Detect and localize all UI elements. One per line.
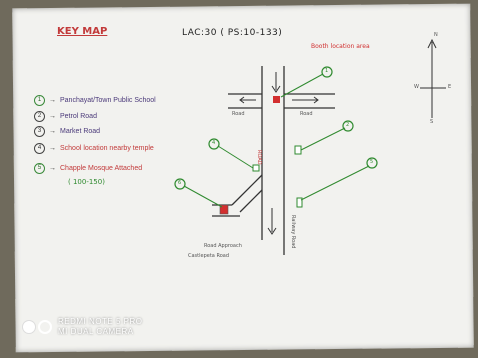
callout-number: 6 xyxy=(178,180,182,186)
road-label: Road xyxy=(300,111,313,117)
camera-logo-icon xyxy=(22,320,52,334)
map-subtitle: Booth location area xyxy=(311,43,370,50)
map-caption: Castlepeta Road xyxy=(188,253,229,259)
compass-east: E xyxy=(448,84,452,90)
legend-number: 1 xyxy=(34,95,45,106)
road-label: Railway Road xyxy=(290,215,296,249)
map-title: KEY MAP xyxy=(57,26,108,37)
watermark-line1: REDMI NOTE 5 PRO xyxy=(58,317,143,326)
road-label: Road xyxy=(232,111,245,117)
arrow-icon: → xyxy=(49,128,56,135)
map-caption: Road Approach xyxy=(204,243,242,249)
arrow-icon xyxy=(239,96,245,104)
legend-item: 2 → Petrol Road xyxy=(34,111,97,122)
legend-number: 4 xyxy=(34,143,45,154)
arrow-icon: → xyxy=(49,145,56,152)
logo-ring xyxy=(38,320,52,334)
road-label: ROAD xyxy=(256,150,262,165)
callout-circle xyxy=(208,138,220,150)
landmark-marker xyxy=(294,145,302,155)
road-line xyxy=(239,189,263,213)
road-line xyxy=(231,174,263,206)
lac-heading: LAC:30 ( PS:10-133) xyxy=(182,28,283,38)
callout-number: 4 xyxy=(212,140,216,146)
callout-leader xyxy=(280,73,324,98)
watermark-text: REDMI NOTE 5 PRO MI DUAL CAMERA xyxy=(58,317,142,337)
legend-extra: ( 100-150) xyxy=(68,178,105,186)
booth-marker xyxy=(219,204,229,215)
legend-text: Petrol Road xyxy=(60,113,97,120)
callout-circle xyxy=(342,120,354,132)
arrow-icon xyxy=(267,227,277,235)
landmark-marker xyxy=(296,197,303,208)
legend-text: Market Road xyxy=(60,128,101,135)
callout-circle xyxy=(174,178,186,190)
callout-circle xyxy=(321,66,333,78)
legend-text: Chapple Mosque Attached xyxy=(60,165,143,172)
arrow-icon xyxy=(271,85,281,93)
arrow-icon: → xyxy=(49,165,56,172)
callout-number: 5 xyxy=(370,159,374,165)
callout-leader xyxy=(217,145,254,169)
compass-south: S xyxy=(430,119,434,125)
legend-item: 1 → Panchayat/Town Public School xyxy=(34,95,156,106)
legend-number: 5 xyxy=(34,163,45,174)
callout-leader xyxy=(300,127,346,151)
compass-west: W xyxy=(414,84,419,90)
logo-dot xyxy=(22,320,36,334)
callout-circle xyxy=(366,157,378,169)
arrow-icon: → xyxy=(49,97,56,104)
legend-item: 3 → Market Road xyxy=(34,126,100,137)
camera-watermark: REDMI NOTE 5 PRO MI DUAL CAMERA xyxy=(22,317,142,337)
legend-text: Panchayat/Town Public School xyxy=(60,97,156,104)
callout-leader xyxy=(183,185,223,208)
legend-number: 3 xyxy=(34,126,45,137)
compass-north: N xyxy=(434,32,438,38)
booth-marker xyxy=(273,96,280,103)
landmark-marker xyxy=(252,164,260,172)
legend-number: 2 xyxy=(34,111,45,122)
legend-text: School location nearby temple xyxy=(60,145,154,152)
callout-number: 1 xyxy=(325,68,329,74)
legend-item: 4 → School location nearby temple xyxy=(34,143,154,154)
arrow-icon xyxy=(313,96,319,104)
arrow-icon: → xyxy=(49,113,56,120)
callout-leader xyxy=(300,165,370,201)
compass-icon xyxy=(427,38,437,49)
watermark-line2: MI DUAL CAMERA xyxy=(58,327,134,336)
legend-item: 5 → Chapple Mosque Attached xyxy=(34,163,142,174)
callout-number: 2 xyxy=(346,122,350,128)
